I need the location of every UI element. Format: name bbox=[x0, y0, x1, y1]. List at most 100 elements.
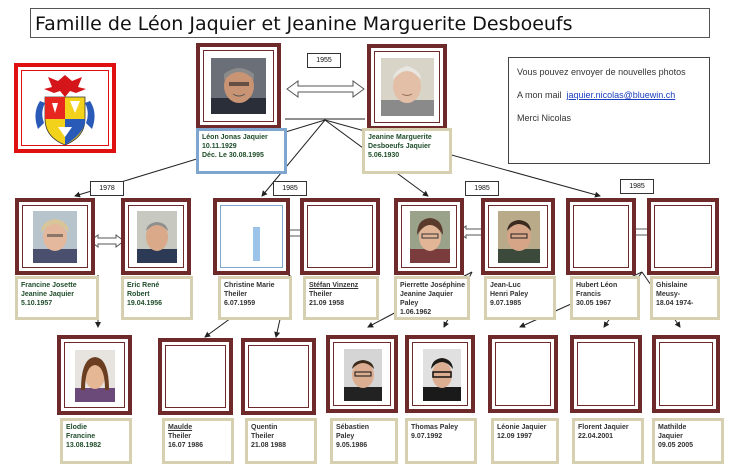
contact-message-box: Vous pouvez envoyer de nouvelles photos … bbox=[508, 57, 710, 164]
birth-leonie: 12.09 1997 bbox=[497, 433, 533, 440]
person-card-quentin: Quentin Theiler 21.08 1988 bbox=[245, 418, 317, 464]
birth-ghislaine: 18.04 1974- bbox=[656, 300, 694, 307]
photo-frame-stefan bbox=[300, 198, 380, 275]
person-card-leon: Léon Jonas Jaquier 10.11.1929 Déc. Le 30… bbox=[196, 128, 287, 174]
person-card-leonie: Léonie Jaquier 12.09 1997 bbox=[491, 418, 559, 464]
married-pierrette: Paley bbox=[400, 300, 419, 307]
message-line-3: Merci Nicolas bbox=[517, 113, 572, 123]
name-elodie: Elodie bbox=[66, 424, 88, 431]
birth-jeanine: 5.06.1930 bbox=[368, 152, 400, 159]
name-eric: Eric René bbox=[127, 282, 160, 289]
portrait-photo-elodie bbox=[75, 350, 115, 402]
birth-thomas: 9.07.1992 bbox=[411, 433, 443, 440]
surname-stefan: Theiler bbox=[309, 291, 332, 298]
portrait-photo-jeanine bbox=[381, 58, 434, 116]
name-hubert: Hubert Léon bbox=[576, 282, 618, 289]
name-jeanluc: Jean-Luc bbox=[490, 282, 521, 289]
message-line-2-prefix: A mon mail bbox=[517, 90, 562, 100]
person-card-sebastien: Sébastien Paley 9.05.1986 bbox=[330, 418, 398, 464]
person-card-pierrette: Pierrette Joséphine Jeanine Jaquier Pale… bbox=[394, 276, 470, 320]
person-card-jeanine: Jeanine Marguerite Desboeufs Jaquier 5.0… bbox=[362, 128, 452, 174]
birth-leon: 10.11.1929 bbox=[202, 143, 237, 150]
portrait-photo-sebastien bbox=[344, 349, 382, 401]
person-card-christine: Christine Marie Theiler 6.07.1959 bbox=[218, 276, 292, 320]
person-card-eric: Eric René Robert 19.04.1956 bbox=[121, 276, 193, 320]
name-florent: Florent Jaquier bbox=[578, 424, 629, 431]
page-title: Famille de Léon Jaquier et Jeanine Margu… bbox=[30, 8, 710, 38]
birth-christine: 6.07.1959 bbox=[224, 300, 256, 307]
portrait-photo-thomas bbox=[423, 349, 461, 401]
marriage-year-christine-stefan: 1985 bbox=[273, 181, 307, 196]
birth-jeanluc: 9.07.1985 bbox=[490, 300, 522, 307]
birth-mathilde: 09.05 2005 bbox=[658, 442, 694, 449]
photo-frame-hubert bbox=[566, 198, 636, 275]
person-card-elodie: Elodie Francine 13.08.1982 bbox=[60, 418, 132, 464]
birth-florent: 22.04.2001 bbox=[578, 433, 614, 440]
photo-frame-francine bbox=[15, 198, 95, 275]
person-card-thomas: Thomas Paley 9.07.1992 bbox=[405, 418, 477, 464]
name-pierrette: Pierrette Joséphine bbox=[400, 282, 465, 289]
birth-quentin: 21.08 1988 bbox=[251, 442, 287, 449]
birth-elodie: 13.08.1982 bbox=[66, 442, 102, 449]
photo-frame-florent bbox=[570, 335, 642, 413]
family-crest bbox=[14, 63, 116, 153]
surname-ghislaine: Meusy- bbox=[656, 291, 681, 298]
name-quentin: Quentin bbox=[251, 424, 278, 431]
photo-frame-christine bbox=[213, 198, 290, 275]
name-francine: Francine Josette bbox=[21, 282, 77, 289]
person-card-florent: Florent Jaquier 22.04.2001 bbox=[572, 418, 644, 464]
marriage-year-parents: 1955 bbox=[307, 53, 341, 68]
name-leonie: Léonie Jaquier bbox=[497, 424, 547, 431]
photo-frame-leon bbox=[196, 43, 281, 129]
birth-maude: 16.07 1986 bbox=[168, 442, 204, 449]
person-card-ghislaine: Ghislaine Meusy- 18.04 1974- bbox=[650, 276, 720, 320]
portrait-photo-jeanluc bbox=[498, 211, 540, 263]
person-card-mathilde: Mathilde Jaquier 09.05 2005 bbox=[652, 418, 724, 464]
death-leon: Déc. Le 30.08.1995 bbox=[202, 152, 264, 159]
name-stefan: Stéfan Vinzenz bbox=[309, 282, 359, 289]
photo-frame-thomas bbox=[405, 335, 475, 413]
selected-placeholder-bar bbox=[253, 227, 260, 261]
message-line-1: Vous pouvez envoyer de nouvelles photos bbox=[517, 67, 686, 77]
name-ghislaine: Ghislaine bbox=[656, 282, 688, 289]
photo-frame-jeanine bbox=[367, 44, 447, 130]
portrait-photo-pierrette bbox=[410, 211, 450, 263]
surname-hubert: Francis bbox=[576, 291, 601, 298]
email-link[interactable]: jaquier.nicolas@bluewin.ch bbox=[566, 90, 676, 100]
person-card-stefan: Stéfan Vinzenz Theiler 21.09 1958 bbox=[303, 276, 379, 320]
portrait-photo-francine bbox=[33, 211, 77, 263]
birth-stefan: 21.09 1958 bbox=[309, 300, 345, 307]
birth-francine: 5.10.1957 bbox=[21, 300, 53, 307]
portrait-photo-leon bbox=[211, 58, 266, 114]
name-sebastien: Sébastien bbox=[336, 424, 370, 431]
name-mathilde: Mathilde bbox=[658, 424, 687, 431]
photo-frame-eric bbox=[121, 198, 191, 275]
birth-sebastien: 9.05.1986 bbox=[336, 442, 368, 449]
coat-of-arms-icon bbox=[35, 75, 95, 146]
photo-frame-ghislaine bbox=[647, 198, 719, 275]
surname-jeanluc: Henri Paley bbox=[490, 291, 529, 298]
birth-eric: 19.04.1956 bbox=[127, 300, 163, 307]
photo-frame-mathilde bbox=[652, 335, 720, 413]
surname-eric: Robert bbox=[127, 291, 150, 298]
surname-mathilde: Jaquier bbox=[658, 433, 683, 440]
photo-frame-maude bbox=[158, 338, 233, 415]
name-maude: Maulde bbox=[168, 424, 193, 431]
marriage-year-hubert-ghislaine: 1985 bbox=[620, 179, 654, 194]
birth-pierrette: 1.06.1962 bbox=[400, 309, 432, 316]
surname-jeanine: Desboeufs Jaquier bbox=[368, 143, 431, 150]
surname-pierrette: Jeanine Jaquier bbox=[400, 291, 453, 298]
middle-elodie: Francine bbox=[66, 433, 96, 440]
surname-quentin: Theiler bbox=[251, 433, 274, 440]
marriage-year-francine-eric: 1978 bbox=[90, 181, 124, 196]
person-card-jeanluc: Jean-Luc Henri Paley 9.07.1985 bbox=[484, 276, 556, 320]
photo-frame-leonie bbox=[488, 335, 558, 413]
photo-frame-quentin bbox=[241, 338, 316, 415]
person-card-maude: Maulde Theiler 16.07 1986 bbox=[162, 418, 234, 464]
surname-christine: Theiler bbox=[224, 291, 247, 298]
portrait-photo-eric bbox=[137, 211, 177, 263]
photo-frame-elodie bbox=[57, 335, 132, 415]
surname-maude: Theiler bbox=[168, 433, 191, 440]
photo-frame-pierrette bbox=[394, 198, 464, 275]
marriage-year-pierrette-jeanluc: 1985 bbox=[465, 181, 499, 196]
